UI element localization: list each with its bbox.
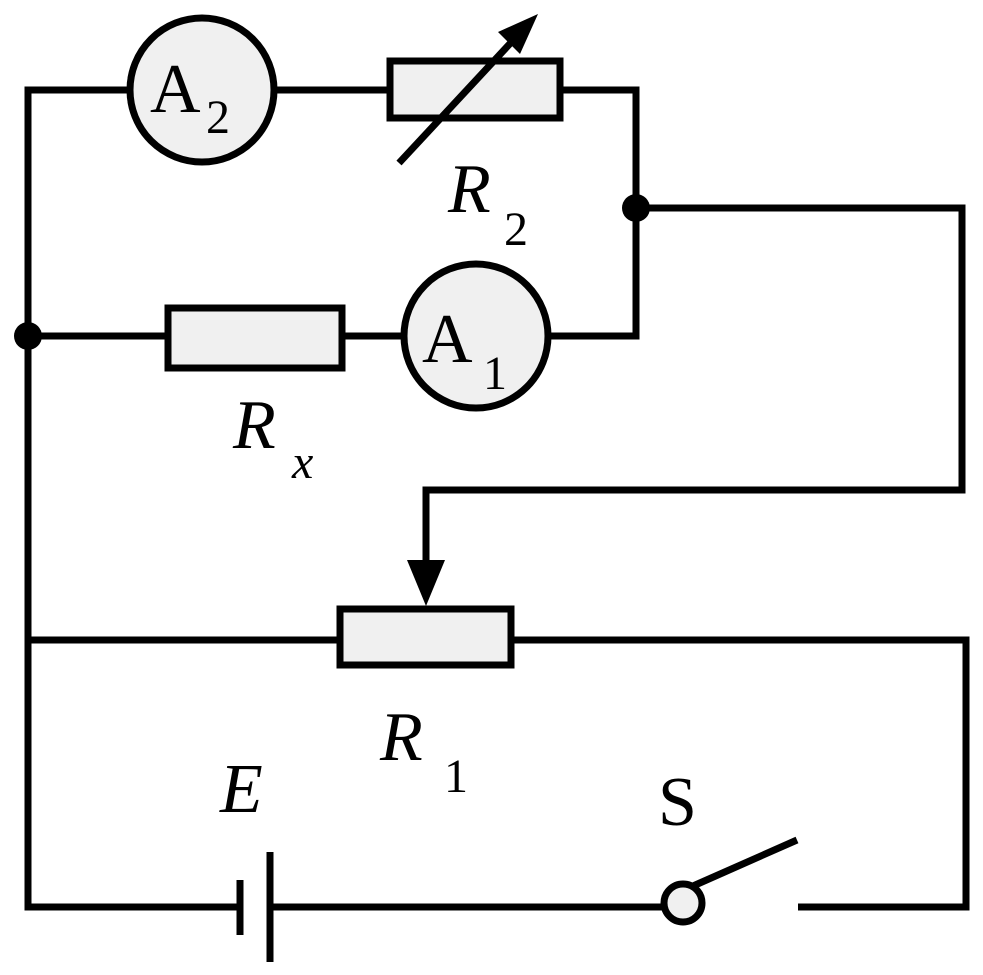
battery-label: E [219, 751, 263, 828]
slider-arrowhead [407, 560, 445, 606]
junction-left [14, 322, 42, 350]
switch-s: S [658, 764, 799, 926]
rheostat-r1-subscript: 1 [444, 750, 468, 803]
switch-label: S [658, 764, 697, 841]
rheostat-r2-arrowhead [498, 14, 538, 54]
slide-rheostat-r1: R 1 [336, 560, 515, 803]
switch-pivot [660, 880, 706, 926]
resistor-rx-subscript: x [291, 436, 313, 489]
ammeter-a2-letter: A [150, 51, 201, 128]
wire-left-loop [24, 86, 237, 911]
rheostat-r2-subscript: 2 [504, 203, 528, 256]
resistor-rx-letter: R [232, 387, 276, 464]
rheostat-r2-arrow-line [396, 32, 521, 166]
wires [24, 86, 970, 911]
rheostat-r2: R 2 [386, 14, 564, 256]
battery-e: E [219, 751, 274, 962]
wire-r2-node [548, 86, 640, 340]
wire-r1-right [511, 636, 970, 911]
rheostat-r2-letter: R [447, 151, 491, 228]
ammeter-a1-subscript: 1 [483, 347, 507, 400]
ammeter-a1: A 1 [400, 260, 552, 412]
switch-lever [691, 836, 799, 890]
rheostat-r1-letter: R [379, 699, 423, 776]
wire-node-slider [422, 204, 966, 575]
junction-right [622, 194, 650, 222]
ammeter-a1-letter: A [422, 301, 473, 378]
ammeter-a2: A 2 [126, 14, 278, 166]
ammeter-a2-subscript: 2 [206, 91, 230, 144]
resistor-rx: R x [164, 304, 346, 489]
